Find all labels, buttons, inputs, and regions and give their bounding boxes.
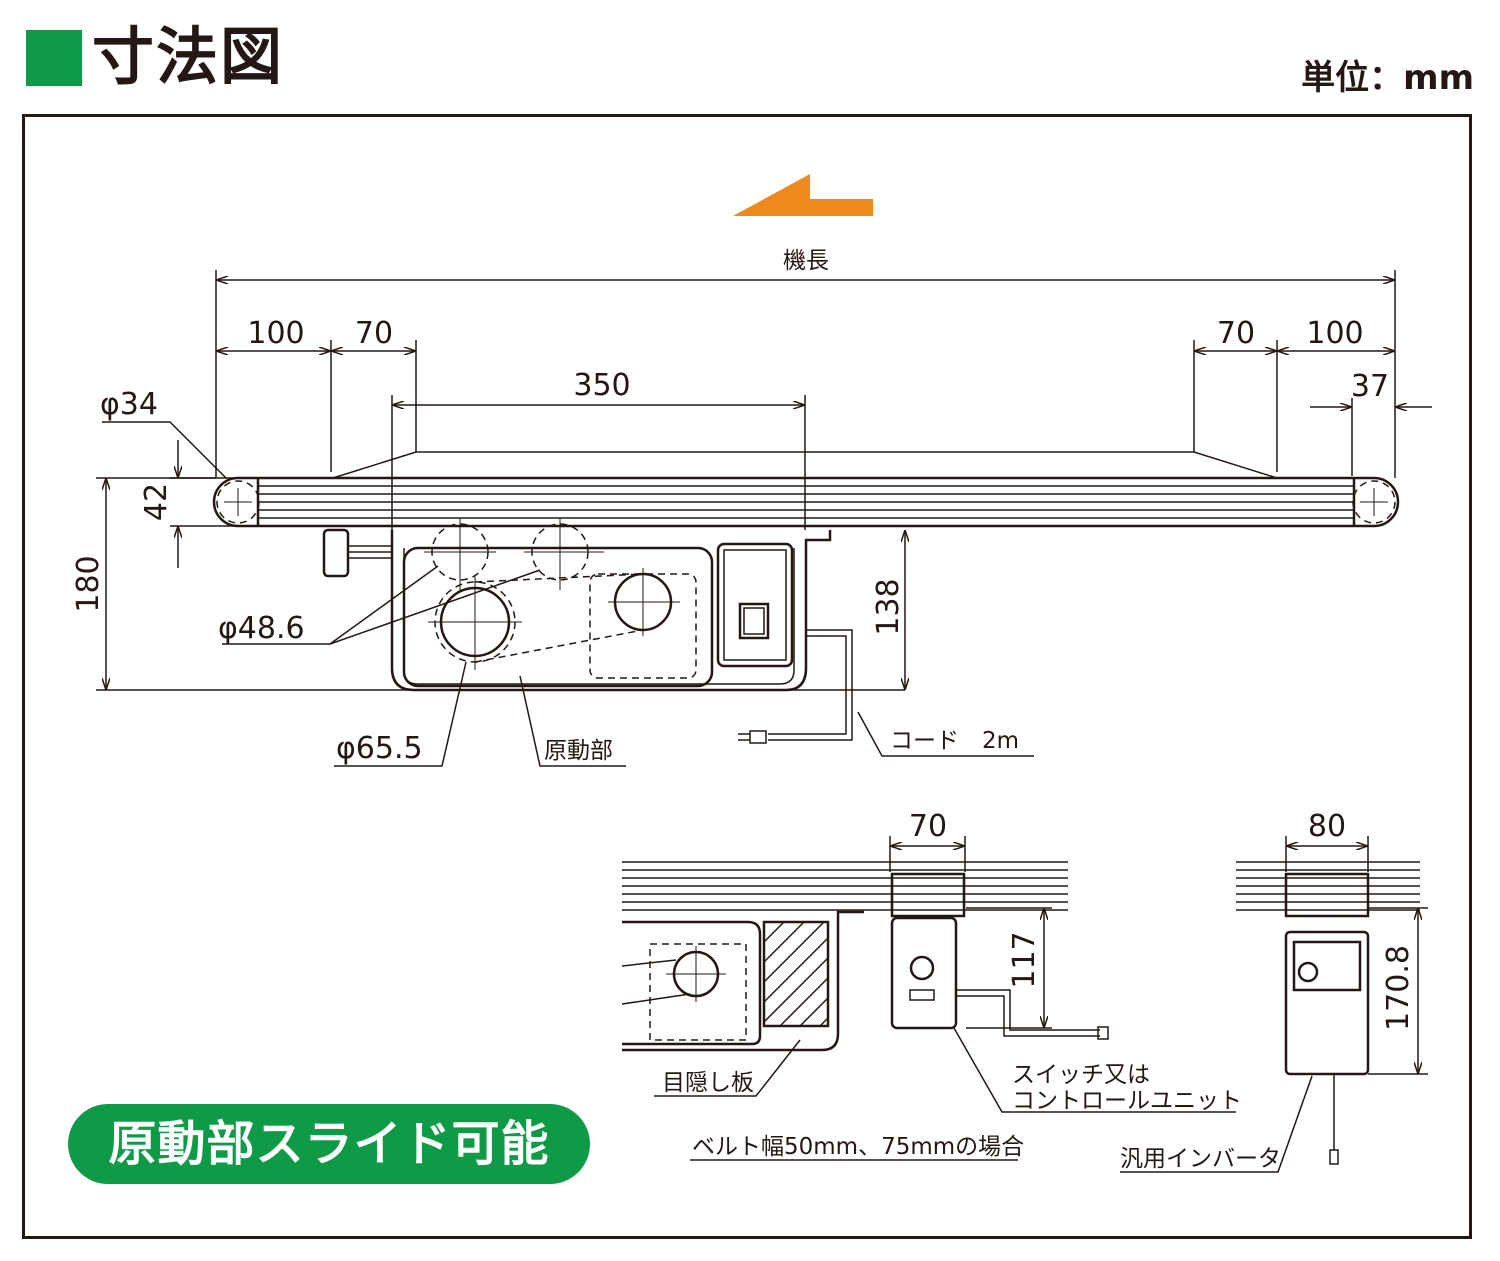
dim-height-180: 180: [71, 555, 106, 612]
switch-sub-view: 目隠し板 70 117 スイッチ又は コントロールユニット ベルト幅50mm、7…: [621, 809, 1242, 1161]
overall-length-label: 機長: [783, 248, 829, 274]
flow-direction-arrow-icon: [733, 174, 873, 216]
dim-center-350: 350: [573, 368, 630, 403]
dim-inverter-height-170-8: 170.8: [1381, 945, 1416, 1031]
unit-label: 単位：mm: [1301, 58, 1474, 98]
drive-unit-label: 原動部: [544, 738, 613, 764]
drawing-frame: [22, 114, 1472, 1239]
dim-left-100: 100: [247, 316, 304, 351]
inverter-sub-view: 80 170.8 汎用インバータ: [1120, 809, 1428, 1173]
page-title: 寸法図: [92, 20, 285, 93]
dim-dia-34: φ34: [100, 387, 158, 422]
cord-label: コード 2m: [890, 728, 1019, 754]
dim-right-70: 70: [1217, 316, 1255, 351]
cover-plate-label: 目隠し板: [662, 1070, 754, 1096]
dim-switch-height-117: 117: [1007, 931, 1042, 988]
switch-unit-label-line2: コントロールユニット: [1012, 1088, 1242, 1114]
dim-dia-65-5: φ65.5: [336, 731, 423, 766]
header-square-icon: [26, 30, 82, 86]
dim-height-138: 138: [871, 578, 906, 635]
dim-switch-width-70: 70: [909, 809, 947, 844]
dim-right-100: 100: [1306, 316, 1363, 351]
dim-left-70: 70: [355, 316, 393, 351]
dim-inverter-width-80: 80: [1308, 809, 1346, 844]
switch-unit-label-line1: スイッチ又は: [1012, 1062, 1150, 1088]
inverter-label: 汎用インバータ: [1120, 1146, 1281, 1172]
dim-height-42: 42: [139, 483, 174, 521]
belt-width-caption: ベルト幅50mm、75mmの場合: [692, 1134, 1024, 1160]
dim-right-37: 37: [1351, 369, 1389, 404]
drive-slide-badge: 原動部スライド可能: [68, 1104, 590, 1184]
dim-dia-48-6: φ48.6: [218, 611, 305, 646]
main-view: 機長 100 70 70 100 350 37 φ34 42: [71, 248, 1432, 767]
